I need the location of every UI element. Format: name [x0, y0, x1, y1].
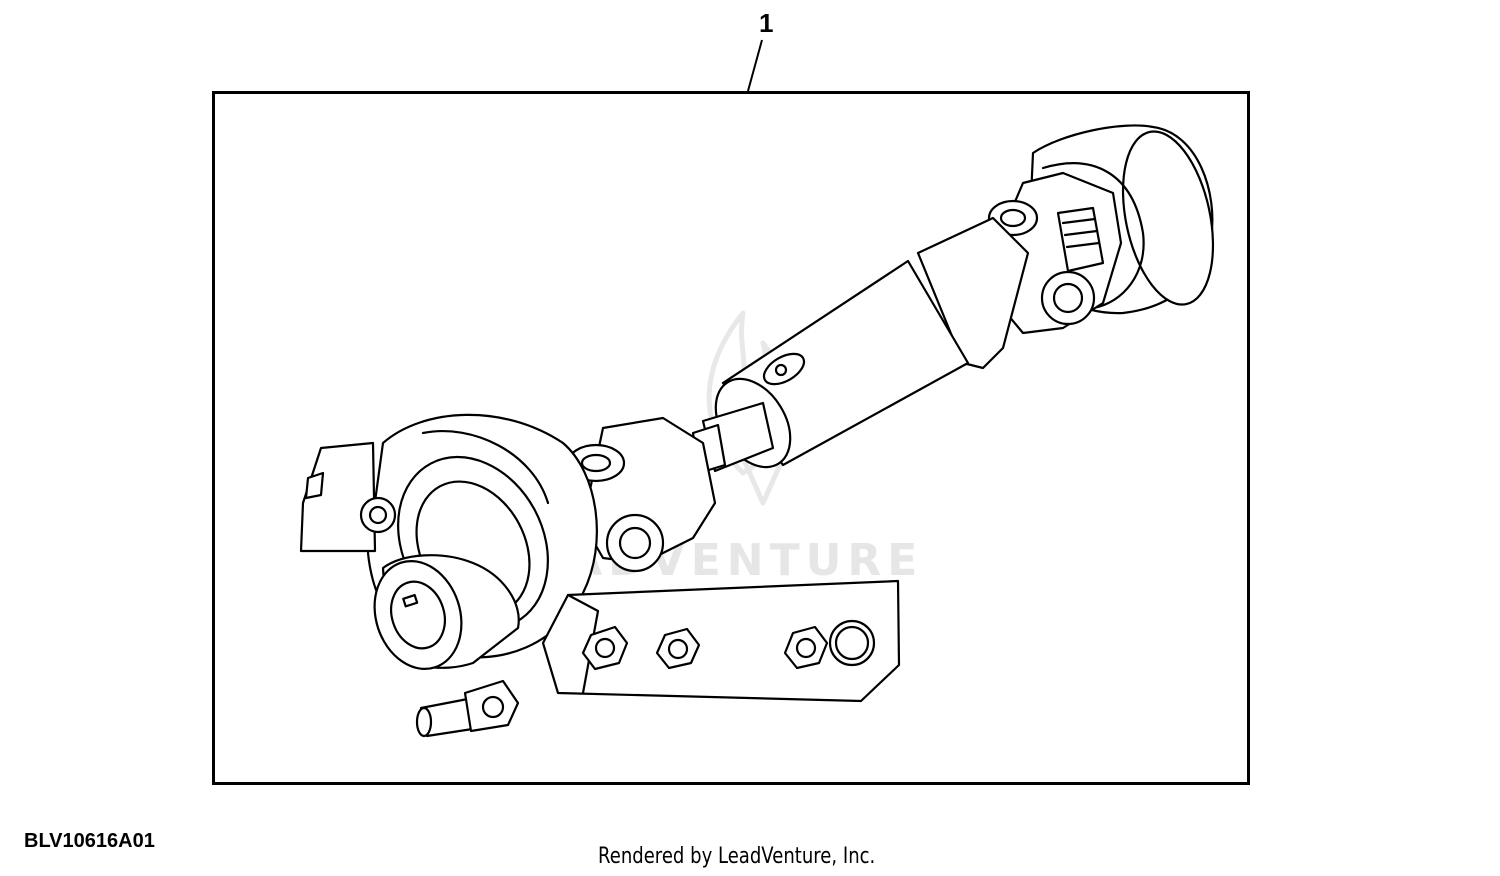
mounting-bolts	[581, 619, 876, 671]
diagram-frame: LEADVENTURE	[212, 91, 1250, 785]
figure-part-id: BLV10616A01	[24, 830, 155, 852]
footer-credit: Rendered by LeadVenture, Inc.	[598, 844, 876, 869]
mounting-bracket	[541, 579, 901, 703]
callout-number: 1	[759, 8, 774, 38]
driveshaft-assembly-icon	[299, 124, 1215, 738]
